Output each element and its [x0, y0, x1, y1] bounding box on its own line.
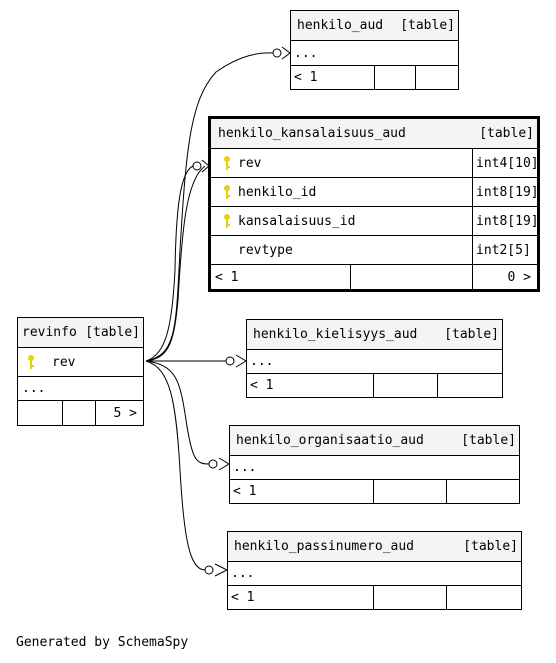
collapsed-columns: ...	[228, 562, 521, 586]
parent-count[interactable]: < 1	[294, 70, 318, 85]
table-kind: [table]	[461, 433, 516, 448]
column-name: henkilo_id	[238, 184, 317, 200]
table-header: henkilo_kansalaisuus_aud [table]	[211, 119, 537, 149]
table-name: revinfo	[22, 325, 77, 340]
ellipsis: ...	[294, 45, 318, 61]
column-name: rev	[238, 155, 262, 171]
column-row: henkilo_id int8[19]	[211, 178, 537, 207]
column-type: int8[19]	[476, 213, 537, 229]
column-row: rev int4[10]	[211, 149, 537, 178]
table-kind: [table]	[444, 327, 499, 342]
key-icon	[222, 207, 232, 235]
table-footer: < 1	[247, 374, 502, 397]
ellipsis: ...	[22, 381, 46, 396]
table-kind: [table]	[85, 325, 140, 340]
table-footer: < 1 0 >	[211, 265, 537, 289]
table-henkilo-kansalaisuus-aud[interactable]: henkilo_kansalaisuus_aud [table] rev int…	[208, 116, 540, 292]
table-name: henkilo_kansalaisuus_aud	[218, 126, 406, 141]
table-header: henkilo_organisaatio_aud [table]	[230, 426, 519, 456]
column-name: kansalaisuus_id	[238, 213, 356, 229]
table-header: henkilo_aud [table]	[291, 11, 458, 41]
column-type: int8[19]	[476, 184, 537, 200]
table-name: henkilo_organisaatio_aud	[236, 433, 424, 448]
ellipsis: ...	[250, 354, 274, 369]
collapsed-columns: ...	[247, 350, 502, 374]
table-kind: [table]	[400, 18, 455, 33]
table-header: henkilo_kielisyys_aud [table]	[247, 320, 502, 350]
column-name: revtype	[238, 242, 293, 258]
key-icon	[222, 178, 232, 206]
ellipsis: ...	[231, 566, 255, 581]
table-name: henkilo_aud	[297, 18, 384, 33]
key-icon	[222, 149, 232, 177]
table-footer: 5 >	[18, 401, 143, 425]
relation-henkilo-passinumero-aud	[145, 360, 206, 571]
column-name: rev	[52, 354, 76, 370]
table-henkilo-aud[interactable]: henkilo_aud [table] ... < 1	[290, 10, 459, 90]
relation-endpoint	[192, 161, 202, 171]
column-row: rev	[18, 348, 143, 377]
table-footer: < 1	[228, 586, 521, 609]
table-footer: < 1	[291, 66, 458, 89]
table-name: henkilo_kielisyys_aud	[253, 327, 418, 342]
generated-by-note: Generated by SchemaSpy	[16, 635, 189, 650]
relation-endpoint	[272, 48, 282, 58]
relation-endpoint	[204, 565, 214, 575]
parent-count[interactable]: < 1	[231, 590, 255, 605]
column-type: int4[10]	[476, 155, 537, 171]
parent-count[interactable]: < 1	[250, 378, 274, 393]
column-type: int2[5]	[476, 242, 531, 258]
table-footer: < 1	[230, 480, 519, 503]
relation-henkilo-aud	[145, 52, 274, 362]
table-header: henkilo_passinumero_aud [table]	[228, 532, 521, 562]
relation-endpoint	[208, 459, 218, 469]
table-revinfo[interactable]: revinfo [table] rev ... 5 >	[17, 317, 144, 426]
ellipsis: ...	[233, 460, 257, 475]
collapsed-columns: ...	[18, 377, 143, 401]
collapsed-columns: ...	[291, 41, 458, 66]
table-kind: [table]	[463, 539, 518, 554]
table-header: revinfo [table]	[18, 318, 143, 348]
child-count[interactable]: 0 >	[507, 269, 531, 285]
table-henkilo-passinumero-aud[interactable]: henkilo_passinumero_aud [table] ... < 1	[227, 531, 522, 610]
table-henkilo-kielisyys-aud[interactable]: henkilo_kielisyys_aud [table] ... < 1	[246, 319, 503, 398]
key-icon	[26, 348, 36, 376]
relation-endpoint	[225, 356, 235, 366]
table-kind: [table]	[479, 126, 534, 141]
relation-henkilo-organisaatio-aud	[145, 360, 210, 465]
parent-count[interactable]: < 1	[233, 484, 257, 499]
parent-count[interactable]: < 1	[215, 269, 239, 285]
column-row: kansalaisuus_id int8[19]	[211, 207, 537, 236]
collapsed-columns: ...	[230, 456, 519, 480]
child-count[interactable]: 5 >	[113, 405, 137, 421]
table-name: henkilo_passinumero_aud	[234, 539, 415, 554]
column-row: revtype int2[5]	[211, 236, 537, 265]
relation-henkilo-kansalaisuus-aud	[145, 165, 194, 362]
table-henkilo-organisaatio-aud[interactable]: henkilo_organisaatio_aud [table] ... < 1	[229, 425, 520, 504]
